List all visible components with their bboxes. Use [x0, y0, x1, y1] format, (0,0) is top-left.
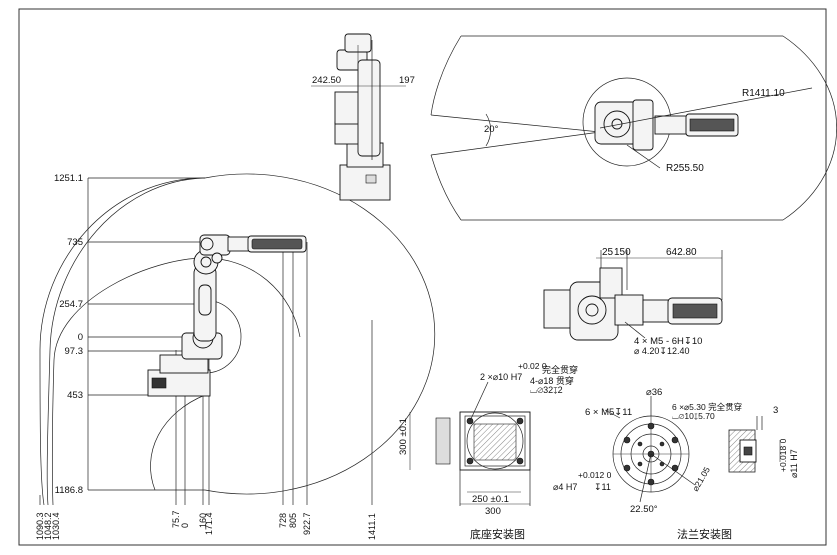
front-arm: [357, 59, 381, 157]
flange-caption: 法兰安装图: [677, 527, 732, 541]
flange-pin-tol: +0.012 0: [578, 470, 612, 480]
flange-pin: ⌀4 H7: [553, 482, 577, 492]
top-radius-outer: R1411.10: [742, 88, 785, 99]
flange-thread: 6 × M5↧11: [585, 407, 632, 418]
wrist-thread: 4 × M5 - 6H↧10: [634, 336, 702, 347]
flange-counterbore: ⌴⌀10↧5.70: [672, 411, 715, 421]
front-view: 242.50 197: [311, 33, 415, 201]
x-label-171: 171.4: [204, 512, 214, 535]
section-depth: 3: [773, 405, 778, 416]
side-view-x-labels: 1090.3 1048.2 1030.4 75.7 0 160 171.4 72…: [35, 510, 377, 540]
x-label-1411: 1411.1: [367, 513, 377, 540]
top-angle: 20°: [484, 124, 499, 135]
x-label-0: 0: [180, 523, 190, 528]
y-label-453: 453: [67, 390, 83, 401]
y-label-0: 0: [78, 332, 83, 343]
section-dia: ⌀11 H7: [789, 449, 799, 478]
y-label-1186: 1186.8: [55, 485, 83, 496]
base-through: 完全贯穿: [542, 364, 578, 375]
base-holes: 4-⌀18 贯穿: [530, 375, 574, 386]
y-label-735: 735: [67, 237, 83, 248]
flange-dia: ⌀36: [646, 387, 662, 398]
wrist-dim-b: 150: [614, 247, 631, 258]
side-view-y-labels: 1251.1 735 254.7 0 97.3 453 1186.8: [54, 173, 83, 496]
x-label-728: 728: [278, 513, 288, 528]
base-mount-diagram: +0.02 0 2 ×⌀10 H7 完全贯穿 4-⌀18 贯穿 ⌴⌀32↧2 3…: [398, 361, 578, 541]
y-label-97: 97.3: [65, 346, 84, 357]
section-tol: +0.018 0: [778, 438, 788, 472]
flange-pcd: ⌀21.05: [690, 465, 712, 493]
x-label-805: 805: [288, 513, 298, 528]
base-counterbore: ⌴⌀32↧2: [530, 385, 563, 395]
top-radius-inner: R255.50: [666, 163, 704, 174]
side-view: [39, 173, 436, 506]
x-label-75: 75.7: [171, 510, 181, 528]
x-label-922: 922.7: [302, 512, 312, 535]
base-tolerance: +0.02 0: [518, 361, 547, 371]
workspace-inner-arc: [204, 257, 301, 338]
x-label-160: 160: [198, 513, 208, 528]
workspace-lower-arc: [150, 394, 206, 491]
base-width-outer: 300: [485, 506, 501, 517]
workspace-small-arc: [204, 299, 242, 374]
flange-holes: 6 ×⌀5.30 完全贯穿: [672, 402, 742, 412]
wrist-dim-c: 642.80: [666, 247, 697, 258]
base-height: 300 ±0.1: [398, 418, 409, 455]
workspace-left-boundary: [39, 177, 206, 506]
workspace-outer-arc: [204, 173, 436, 495]
wrist-dim-a: 25: [602, 247, 614, 258]
x-label-1090: 1090.3: [35, 512, 45, 540]
base-width-inner: 250 ±0.1: [472, 494, 509, 505]
front-width-right: 197: [399, 75, 415, 86]
front-width-left: 242.50: [312, 75, 341, 86]
flange-mount-diagram: ⌀36 6 × M5↧11 6 ×⌀5.30 完全贯穿 ⌴⌀10↧5.70 +0…: [553, 387, 799, 541]
wrist-view: 25 150 642.80 4 × M5 - 6H↧10 ⌀ 4.20↧12.4…: [543, 247, 723, 356]
y-label-1251: 1251.1: [54, 173, 83, 184]
top-view: R1411.10 R255.50 20°: [430, 35, 837, 221]
base-caption: 底座安装图: [470, 527, 525, 541]
flange-angle: 22.50°: [630, 504, 658, 515]
wrist-holes: ⌀ 4.20↧12.40: [634, 346, 690, 356]
sheet-border: [18, 8, 827, 546]
front-base: [339, 164, 391, 201]
flange-pin-depth: ↧11: [594, 482, 611, 492]
y-label-254: 254.7: [59, 299, 83, 310]
x-label-1030: 1030.4: [51, 512, 61, 540]
workspace-left-boundary-3: [51, 257, 206, 506]
x-label-1048: 1048.2: [43, 512, 53, 540]
workspace-left-boundary-2: [46, 177, 206, 506]
base-pin-hole: 2 ×⌀10 H7: [480, 372, 522, 382]
